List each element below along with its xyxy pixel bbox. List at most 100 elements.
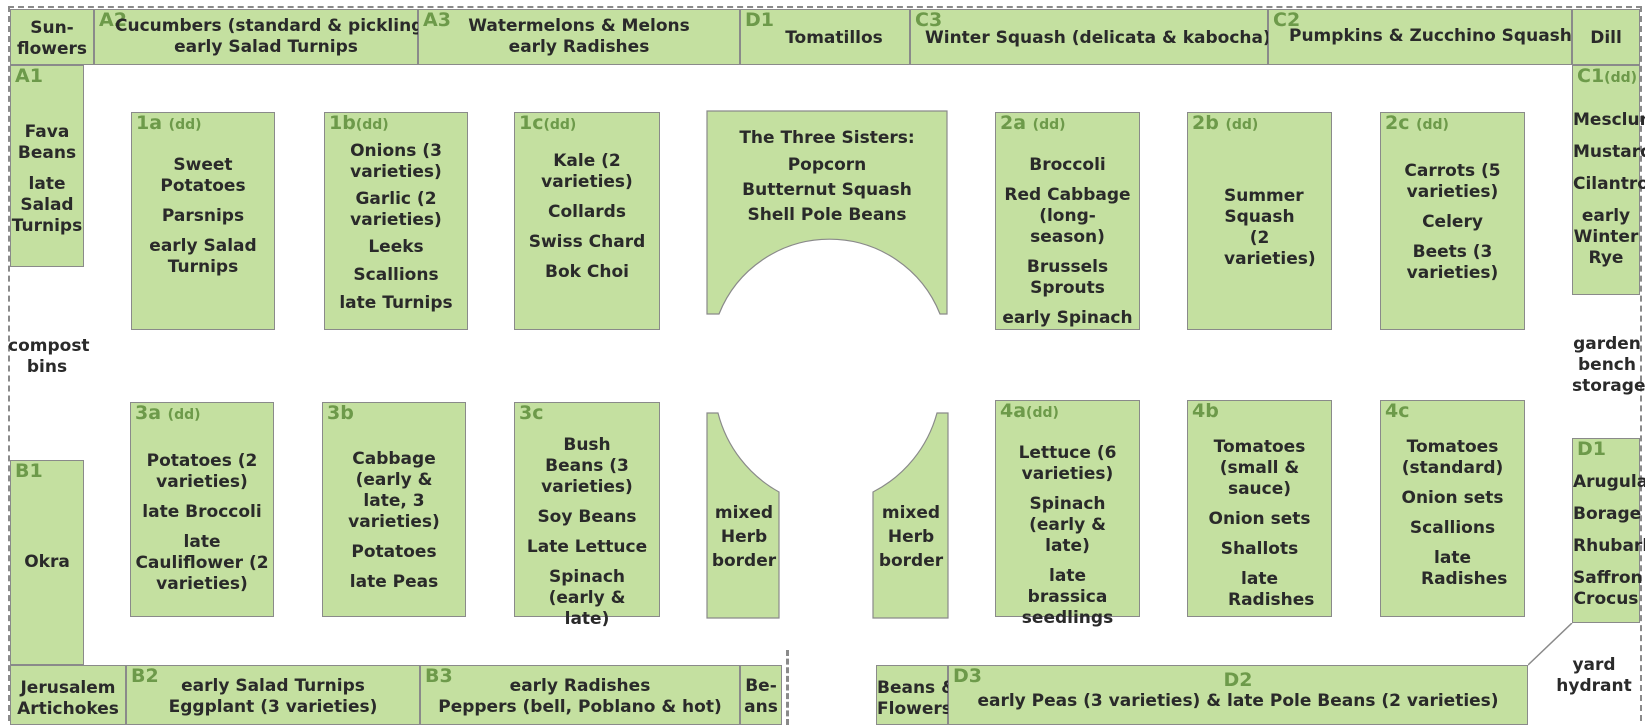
bed-code: B3: [425, 665, 453, 687]
bed-label: ans: [744, 697, 778, 717]
bed-4b: 4b Tomatoes (small & sauce) Onion sets S…: [1187, 400, 1332, 617]
bed-code: 1a (dd): [136, 112, 202, 134]
bed-label: Dill: [1590, 28, 1622, 48]
bed-label: Spinach (early & late): [548, 567, 626, 629]
bed-d2: D3 D2 early Peas (3 varieties) & late Po…: [948, 665, 1528, 725]
bed-label: late brassica seedlings: [1021, 566, 1114, 628]
bed-label: Watermelons & Melons: [468, 16, 690, 36]
bed-label: Beets (3 varieties): [1406, 242, 1499, 283]
three-sisters-bed: [706, 110, 948, 315]
bed-code: D1: [1577, 438, 1606, 460]
bed-subcode: (dd): [1026, 405, 1059, 421]
bed-subcode: (dd): [543, 117, 577, 133]
bed-code: D3: [953, 665, 982, 687]
bed-label: Cabbage (early & late, 3 varieties): [348, 449, 440, 532]
bed-label: Late Lettuce: [526, 537, 648, 557]
bed-a2: A2 Cucumbers (standard & pickling) early…: [94, 9, 431, 65]
bed-code: 4a(dd): [1000, 400, 1059, 422]
area-label: garden: [1573, 334, 1641, 354]
bed-label: Salad: [20, 195, 74, 215]
herb-border-right-bed: [872, 412, 949, 619]
bed-3b: 3b Cabbage (early & late, 3 varieties) P…: [322, 402, 466, 617]
bed-label: Onion sets: [1401, 488, 1504, 508]
bed-label: Turnips: [11, 216, 83, 236]
bed-label: early Salad Turnips: [181, 676, 365, 696]
bed-label: Potatoes (2 varieties): [146, 451, 258, 492]
bed-3c: 3c Bush Beans (3 varieties) Soy Beans La…: [514, 402, 660, 629]
bed-label: Saffron: [1573, 568, 1643, 588]
bed-1b: 1b(dd) Onions (3 varieties) Garlic (2 va…: [324, 112, 468, 330]
bed-label: early Salad Turnips: [149, 236, 257, 277]
bed-c2: C2 Pumpkins & Zucchino Squash: [1268, 9, 1572, 65]
bed-label: Leeks: [368, 237, 424, 257]
bed-label: Popcorn: [787, 155, 867, 175]
bed-code: 3a (dd): [135, 402, 201, 424]
bed-code: C1(dd): [1577, 65, 1638, 87]
bed-label: Summer Squash (2 varieties): [1224, 186, 1316, 269]
bed-code: 2c (dd): [1385, 112, 1449, 134]
bed-code: A3: [423, 9, 451, 31]
bed-label: early Spinach: [1002, 308, 1133, 328]
herb-border-right: mixed Herb border: [872, 503, 950, 572]
bed-label: Artichokes: [17, 699, 119, 719]
path-divider: [786, 650, 789, 725]
bed-label: Rhubarb: [1573, 536, 1645, 556]
bed-label: The Three Sisters:: [739, 128, 915, 148]
bed-label: Butternut Squash: [742, 180, 912, 200]
herb-border-left: mixed Herb border: [706, 503, 782, 572]
bed-label: Beans &: [877, 678, 956, 698]
bed-4a: 4a(dd) Lettuce (6 varieties) Spinach (ea…: [995, 400, 1140, 628]
bed-subcode: (dd): [168, 117, 202, 133]
bed-label: Winter: [1573, 227, 1639, 247]
bed-beans-flowers: Beans & Flowers: [876, 665, 956, 725]
bed-4c: 4c Tomatoes (standard) Onion sets Scalli…: [1380, 400, 1525, 617]
bed-c3: C3 Winter Squash (delicata & kabocha): [910, 9, 1271, 65]
bed-1c: 1c(dd) Kale (2 varieties) Collards Swiss…: [514, 112, 660, 330]
bed-label: late Radishes: [1228, 569, 1315, 610]
yard-hydrant: yard hydrant: [1546, 655, 1642, 697]
bed-label: early Radishes: [508, 37, 650, 57]
bed-code: 4c: [1385, 400, 1410, 422]
bed-b3: B3 early Radishes Peppers (bell, Poblano…: [420, 665, 740, 725]
bed-code: 4b: [1192, 400, 1219, 422]
bed-code: 3c: [519, 402, 544, 424]
bed-label: Arugula: [1573, 472, 1645, 492]
bed-label: late Radishes: [1421, 548, 1508, 589]
bed-2c: 2c (dd) Carrots (5 varieties) Celery Bee…: [1380, 112, 1525, 330]
bed-label: Cilantro: [1573, 174, 1645, 194]
bed-label: Potatoes: [351, 542, 437, 562]
bed-code: D1: [745, 9, 774, 31]
three-sisters-labels: The Three Sisters: Popcorn Butternut Squ…: [706, 128, 948, 226]
bed-label: Garlic (2 varieties): [350, 189, 442, 230]
bed-label: Eggplant (3 varieties): [168, 697, 378, 717]
bed-label: Tomatoes (small & sauce): [1213, 437, 1306, 499]
bed-sunflowers: Sun- flowers: [10, 9, 94, 65]
bed-dill: Dill: [1572, 9, 1640, 65]
bed-code: A1: [15, 65, 43, 87]
bed-label: late Cauliflower (2 varieties): [135, 532, 269, 594]
bed-label: Lettuce (6 varieties): [1018, 443, 1117, 484]
bed-label: border: [878, 551, 944, 571]
bed-b2: B2 early Salad Turnips Eggplant (3 varie…: [126, 665, 420, 725]
bed-label: Okra: [24, 552, 70, 572]
bed-jerusalem-artichokes: Jerusalem Artichokes: [10, 665, 126, 725]
bed-label: Parsnips: [161, 206, 245, 226]
bed-label: Swiss Chard: [528, 232, 646, 252]
bed-label: early Radishes: [509, 676, 651, 696]
bed-code: 2a (dd): [1000, 112, 1066, 134]
bed-label: Kale (2 varieties): [541, 151, 633, 192]
bed-label: mixed: [714, 503, 774, 523]
bed-label: late Broccoli: [142, 502, 262, 522]
bed-code: 3b: [327, 402, 354, 424]
hydrant-corner: [1528, 623, 1573, 666]
bed-label: Onion sets: [1208, 509, 1311, 529]
bed-d1-right: D1 Arugula Borage Rhubarb Saffron Crocus: [1572, 438, 1645, 623]
bed-label: Rye: [1588, 248, 1624, 268]
garden-boundary-right: [1640, 6, 1642, 721]
bed-subcode: (dd): [1225, 117, 1259, 133]
bed-label: Onions (3 varieties): [350, 141, 442, 182]
bed-d1-top: D1 Tomatillos: [740, 9, 910, 65]
bed-code: 1b(dd): [329, 112, 389, 134]
bed-subcode: (dd): [167, 407, 201, 423]
area-label: compost: [8, 336, 90, 356]
